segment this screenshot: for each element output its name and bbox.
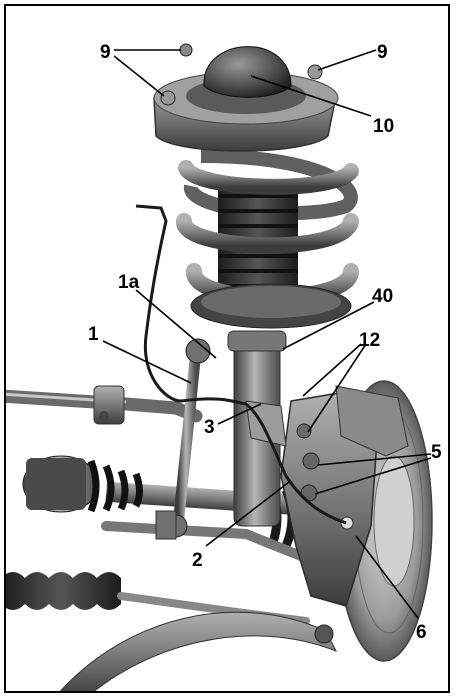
callout-12: 12 xyxy=(359,330,380,351)
callout-9-right: 9 xyxy=(377,42,388,63)
callout-6: 6 xyxy=(416,622,427,643)
lower-spring-seat xyxy=(190,283,352,329)
callout-10: 10 xyxy=(373,116,394,137)
callout-1: 1 xyxy=(88,324,99,345)
stabilizer-bar-mount xyxy=(93,385,125,425)
rubber-dome-cap xyxy=(203,46,292,98)
callout-9-left: 9 xyxy=(100,42,111,63)
wheel-speed-sensor-cable xyxy=(135,204,347,525)
suspension-diagram: 9 9 10 1a 40 1 12 3 5 2 6 xyxy=(6,42,442,691)
coupling-rod xyxy=(155,338,211,540)
callout-5: 5 xyxy=(431,442,442,463)
callout-1a: 1a xyxy=(118,272,140,293)
callout-40: 40 xyxy=(372,286,393,307)
callout-2: 2 xyxy=(192,550,203,571)
steering-knuckle xyxy=(280,385,409,607)
diagram-frame: 9 9 10 1a 40 1 12 3 5 2 6 xyxy=(4,4,450,693)
shock-absorber xyxy=(227,330,287,527)
callout-3: 3 xyxy=(204,417,215,438)
leader-lines xyxy=(102,49,432,619)
